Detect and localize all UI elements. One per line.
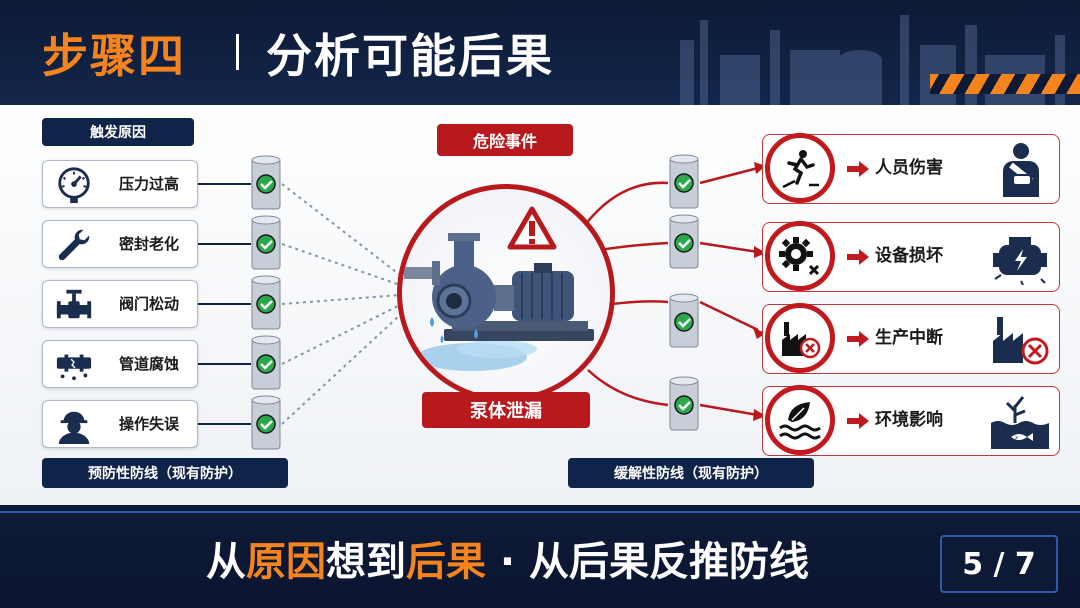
slip-fall-icon [782,150,819,189]
prevention-barrier-check-icon [251,395,281,450]
mitigation-barrier-check-icon [669,293,699,348]
cause-item-pressure: 压力过高 [42,160,198,208]
prevention-barriers-label: 预防性防线（现有防护） [42,458,288,488]
arrow-right-icon [847,161,869,177]
broken-motor-icon [993,237,1047,285]
page-title: 分析可能后果 [266,29,554,83]
slogan: 从原因想到后果 · 从后果反推防线 [206,529,809,587]
worker-icon [58,411,90,444]
slogan-text: 想到 [326,539,406,585]
consequence-label: 环境影响 [875,410,943,430]
consequence-item-injury: 人员伤害 [762,133,1060,204]
consequence-item-production: 生产中断 [762,303,1060,374]
pump-leak-illustration [397,184,615,402]
footer-divider [0,511,1080,513]
cause-label: 阀门松动 [119,295,180,313]
slogan-highlight: 原因 [246,539,326,585]
hazard-event-label: 危险事件 [437,124,573,156]
footer: 从原因想到后果 · 从后果反推防线 5 / 7 [0,505,1080,608]
leaf-water-icon [779,402,821,440]
prevention-barrier-check-icon [251,275,281,330]
arrow-right-icon [847,331,869,347]
hazard-stripe-decoration [930,74,1080,94]
causes-label: 触发原因 [42,118,194,146]
prevention-barrier-check-icon [251,335,281,390]
cause-item-seal: 密封老化 [42,220,198,268]
leaking-pump-icon [404,206,594,371]
cause-label: 压力过高 [119,175,180,193]
cause-label: 管道腐蚀 [119,355,180,373]
mitigation-barrier-check-icon [669,214,699,269]
page-indicator: 5 / 7 [940,535,1058,593]
slogan-highlight: 后果 [406,539,486,585]
wrench-icon [58,229,90,261]
cause-label: 操作失误 [119,415,180,433]
factory-stop-large-icon [993,317,1049,365]
arrow-right-icon [847,249,869,265]
cause-item-corrosion: 管道腐蚀 [42,340,198,388]
valve-icon [56,289,92,319]
factory-stop-icon [782,322,821,359]
mitigation-barriers-label: 缓解性防线（现有防护） [568,458,814,488]
consequence-item-environment: 环境影响 x [762,385,1060,456]
header: 步骤四 分析可能后果 [0,0,1080,105]
injured-person-icon [1003,143,1039,197]
gear-broken-icon [779,237,820,276]
corroded-pipe-icon [56,354,92,381]
slogan-text: 从 [206,539,246,585]
title-divider [236,34,239,70]
prevention-barrier-check-icon [251,155,281,210]
prevention-barrier-check-icon [251,215,281,270]
arrow-right-icon [847,413,869,429]
cause-item-operation: 操作失误 [42,400,198,448]
consequence-label: 人员伤害 [875,158,943,178]
consequence-label: 生产中断 [875,328,943,348]
consequence-item-equipment: 设备损坏 [762,221,1060,292]
slogan-text: · 从后果反推防线 [486,539,810,585]
svg-text:x: x [1015,435,1018,441]
hazard-event-name: 泵体泄漏 [422,392,590,428]
pressure-gauge-icon [58,167,90,204]
polluted-water-icon: x [991,396,1049,449]
mitigation-barrier-check-icon [669,154,699,209]
mitigation-barrier-check-icon [669,376,699,431]
step-title: 步骤四 [42,29,186,83]
cause-item-valve: 阀门松动 [42,280,198,328]
cause-label: 密封老化 [119,235,180,253]
consequence-label: 设备损坏 [875,246,943,266]
